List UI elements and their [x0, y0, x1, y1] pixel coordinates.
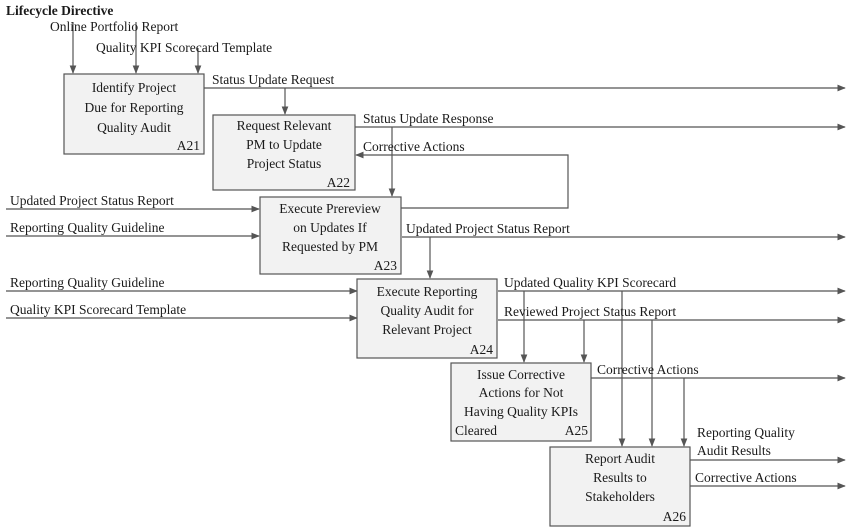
quality-kpi-template-left-label: Quality KPI Scorecard Template — [10, 302, 186, 317]
a26-line-3: Stakeholders — [585, 489, 655, 504]
updated-quality-kpi-scorecard-label: Updated Quality KPI Scorecard — [504, 275, 676, 290]
activity-box-a24: Execute Reporting Quality Audit for Rele… — [356, 278, 498, 359]
a26-id: A26 — [663, 509, 686, 524]
corrective-actions-loop-label: Corrective Actions — [363, 139, 465, 154]
status-update-request-label: Status Update Request — [212, 72, 334, 87]
a22-id: A22 — [327, 175, 350, 190]
reviewed-project-status-report-label: Reviewed Project Status Report — [504, 304, 676, 319]
status-update-response-label: Status Update Response — [363, 111, 494, 126]
reporting-quality-audit-results-label-2: Audit Results — [697, 443, 771, 458]
activity-box-a26: Report Audit Results to Stakeholders A26 — [549, 446, 691, 527]
quality-kpi-template-top-label: Quality KPI Scorecard Template — [96, 40, 272, 55]
a23-line-1: Execute Prereview — [279, 201, 381, 216]
reporting-quality-guideline-1-label: Reporting Quality Guideline — [10, 220, 164, 235]
a25-line-1: Issue Corrective — [477, 367, 565, 382]
a21-line-2: Due for Reporting — [85, 100, 184, 115]
a23-line-2: on Updates If — [293, 220, 367, 235]
reporting-quality-audit-results-label-1: Reporting Quality — [697, 425, 795, 440]
activity-box-a21: Identify Project Due for Reporting Quali… — [63, 73, 205, 155]
corrective-actions-a25-label: Corrective Actions — [597, 362, 699, 377]
a24-id: A24 — [470, 342, 493, 357]
a21-line-3: Quality Audit — [97, 120, 171, 135]
a25-line-2: Actions for Not — [479, 385, 564, 400]
a25-line-4: Cleared — [455, 423, 497, 438]
corrective-actions-loop-arrow — [355, 151, 569, 209]
lifecycle-directive-label: Lifecycle Directive — [6, 3, 113, 18]
activity-box-a23: Execute Prereview on Updates If Requeste… — [259, 196, 402, 275]
a22-line-2: PM to Update — [246, 137, 322, 152]
a24-line-1: Execute Reporting — [377, 284, 478, 299]
updated-project-status-report-in-label: Updated Project Status Report — [10, 193, 174, 208]
a24-line-3: Relevant Project — [382, 322, 472, 337]
a22-line-1: Request Relevant — [237, 118, 332, 133]
corrective-actions-a26-label: Corrective Actions — [695, 470, 797, 485]
a23-id: A23 — [374, 258, 397, 273]
a25-id: A25 — [565, 423, 588, 438]
reporting-quality-guideline-2-label: Reporting Quality Guideline — [10, 275, 164, 290]
a26-line-1: Report Audit — [585, 451, 655, 466]
a25-line-3: Having Quality KPIs — [464, 404, 578, 419]
a21-line-1: Identify Project — [92, 80, 177, 95]
updated-project-status-report-out-label: Updated Project Status Report — [406, 221, 570, 236]
a26-line-2: Results to — [593, 470, 647, 485]
online-portfolio-report-label: Online Portfolio Report — [50, 19, 178, 34]
activity-box-a25: Issue Corrective Actions for Not Having … — [450, 362, 592, 442]
a24-line-2: Quality Audit for — [381, 303, 474, 318]
a21-id: A21 — [177, 138, 200, 153]
activity-box-a22: Request Relevant PM to Update Project St… — [212, 114, 356, 191]
a23-line-3: Requested by PM — [282, 239, 378, 254]
a22-line-3: Project Status — [247, 156, 322, 171]
